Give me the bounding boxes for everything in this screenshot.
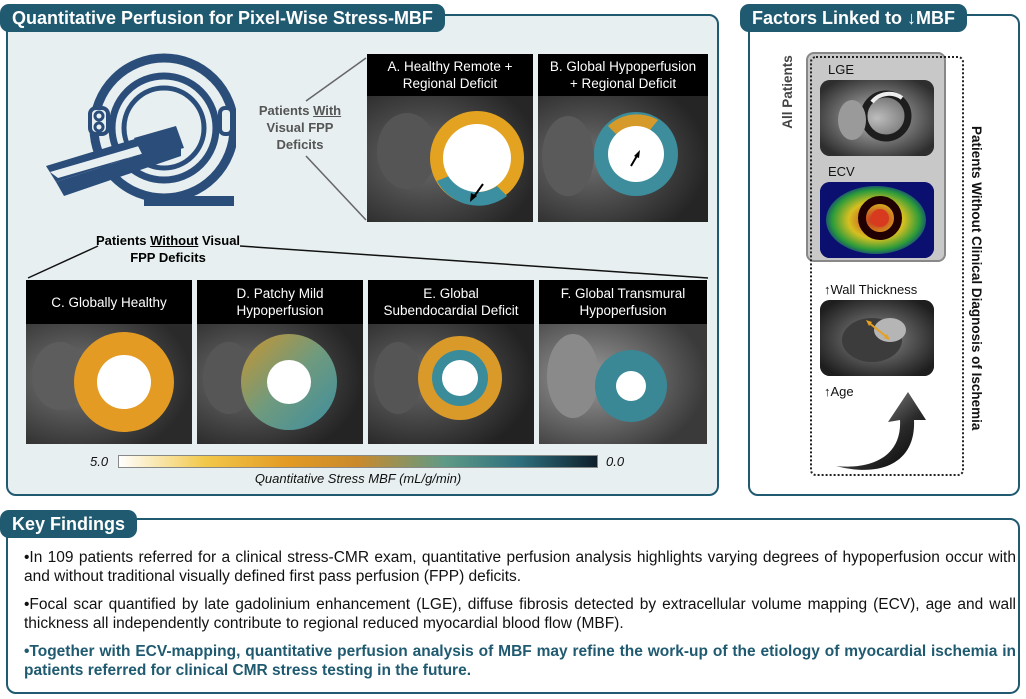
tile-e-perfusion-map (368, 324, 534, 444)
tile-b-caption: B. Global Hypoperfusion+ Regional Defici… (538, 54, 708, 96)
wall-thickness-image (820, 300, 934, 376)
lge-image (820, 80, 934, 156)
ecv-label: ECV (828, 164, 855, 179)
finding-1: •In 109 patients referred for a clinical… (24, 549, 1016, 585)
perfusion-panel-title: Quantitative Perfusion for Pixel-Wise St… (0, 4, 445, 32)
age-label: ↑Age (824, 384, 854, 399)
key-findings-title: Key Findings (0, 510, 138, 538)
factors-panel: All Patients Patients Without Clinical D… (748, 14, 1020, 496)
wall-thickness-label: ↑Wall Thickness (824, 282, 918, 297)
without-diagnosis-label: Patients Without Clinical Diagnosis of I… (969, 126, 984, 431)
colorbar-max-label: 0.0 (606, 454, 625, 469)
colorbar-label: Quantitative Stress MBF (mL/g/min) (254, 471, 462, 486)
tile-a-perfusion-map (367, 96, 533, 222)
tile-c-caption: C. Globally Healthy (26, 280, 192, 324)
ecv-image (820, 182, 934, 258)
tile-d-perfusion-map (197, 324, 363, 444)
tile-b-perfusion-map (538, 96, 708, 222)
tile-a-caption: A. Healthy Remote +Regional Deficit (367, 54, 533, 96)
all-patients-label: All Patients (780, 55, 795, 129)
findings-list: •In 109 patients referred for a clinical… (24, 548, 1016, 689)
connector-lines (27, 57, 709, 279)
colorbar-min-label: 5.0 (90, 454, 109, 469)
without-fpp-label: Patients Without Visual FPP Deficits (95, 233, 241, 265)
lge-label: LGE (828, 62, 855, 77)
with-fpp-label: Patients With Visual FPP Deficits (258, 103, 342, 152)
finding-3: •Together with ECV-mapping, quantitative… (24, 643, 1016, 679)
tile-f-perfusion-map (539, 324, 707, 444)
curved-arrow-icon (836, 392, 926, 470)
finding-2: •Focal scar quantified by late gadoliniu… (24, 596, 1016, 632)
key-findings-panel: •In 109 patients referred for a clinical… (6, 518, 1020, 694)
colorbar (118, 455, 598, 468)
without-diagnosis-box (810, 56, 964, 476)
mri-scanner-icon (46, 53, 236, 206)
factors-panel-title: Factors Linked to ↓MBF (740, 4, 968, 32)
perfusion-panel: Patients With Visual FPP Deficits Patien… (6, 14, 719, 496)
tile-c-perfusion-map (26, 324, 192, 444)
